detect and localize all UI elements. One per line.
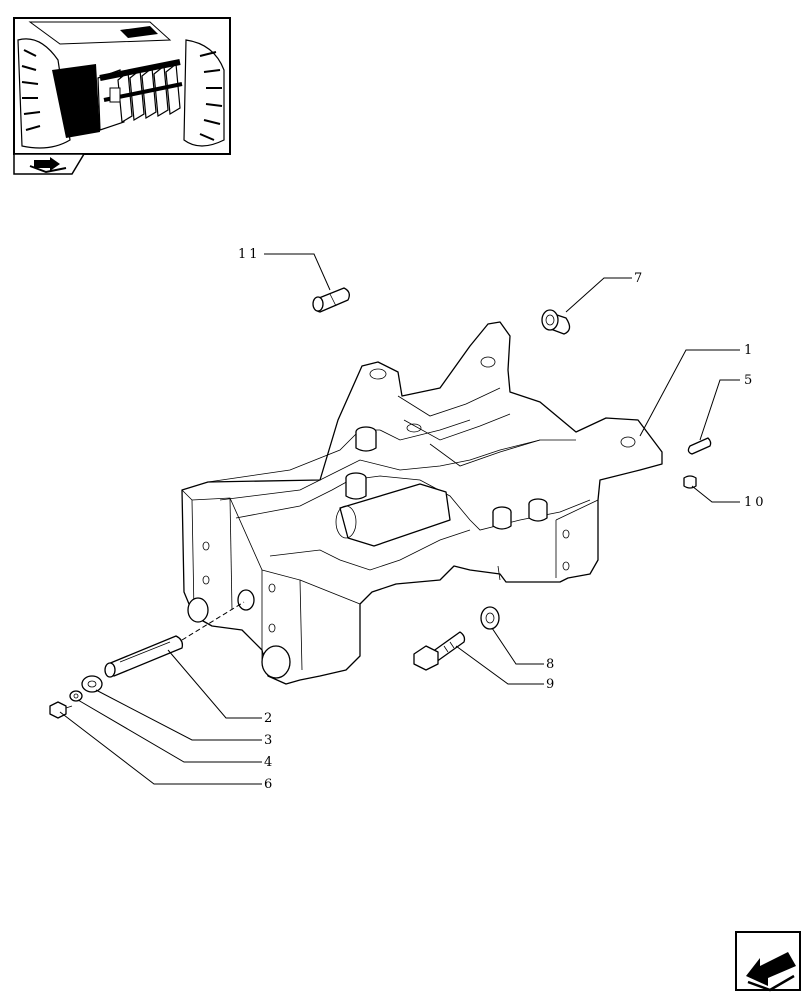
callout-10: 10 <box>744 495 767 510</box>
callout-11: 11 <box>238 247 261 262</box>
callout-5: 5 <box>744 373 755 388</box>
callout-6: 6 <box>264 777 275 792</box>
callout-7: 7 <box>634 271 645 286</box>
weight-carrier-frame <box>181 321 663 685</box>
grease-nipple <box>312 287 350 313</box>
pin-retaining-hardware <box>49 675 103 719</box>
callout-1: 1 <box>744 343 755 358</box>
next-page-arrow-icon[interactable] <box>735 931 801 992</box>
callout-9: 9 <box>546 677 557 692</box>
bolt-and-washer <box>413 606 500 671</box>
tractor-thumbnail <box>13 17 231 175</box>
callout-labels: 11 7 1 5 10 8 9 2 3 4 6 <box>238 247 767 792</box>
roll-pins <box>683 437 712 489</box>
callout-8: 8 <box>546 657 557 672</box>
callout-3: 3 <box>264 733 275 748</box>
bushing <box>541 309 571 335</box>
book-arrow-icon <box>29 157 67 174</box>
leader-lines <box>59 253 740 785</box>
carrier-pin <box>104 601 245 678</box>
callout-4: 4 <box>264 755 275 770</box>
callout-2: 2 <box>264 711 275 726</box>
